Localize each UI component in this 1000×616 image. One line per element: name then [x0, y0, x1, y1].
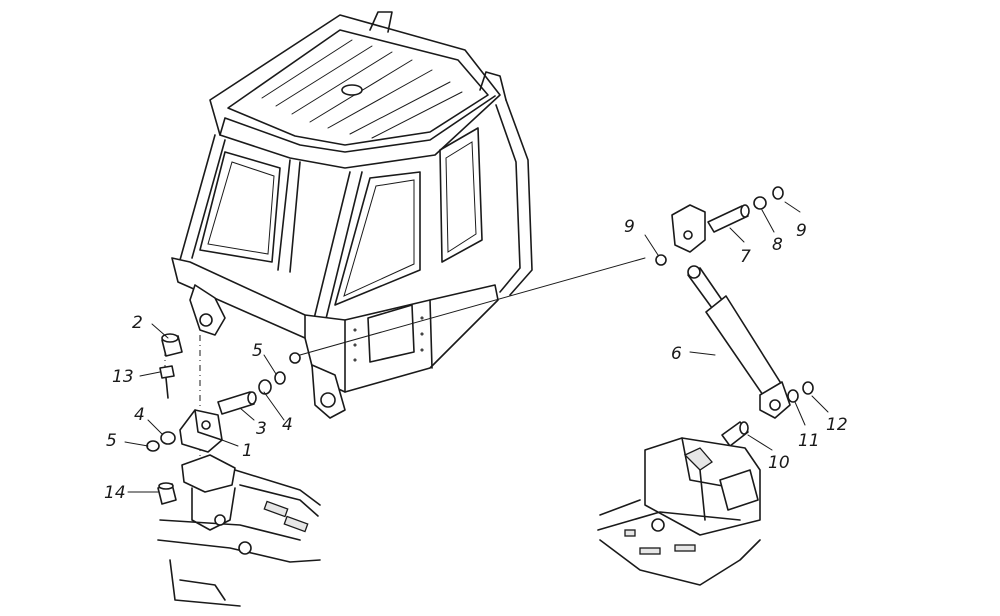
mount-bracket-part-1	[179, 409, 223, 453]
callout-5-right: 5	[252, 341, 263, 361]
strut-assembly	[597, 186, 814, 586]
bolt-part-13	[159, 365, 175, 379]
circlip-part-9-left	[655, 254, 667, 266]
clevis-bracket	[671, 204, 706, 253]
callout-11: 11	[798, 431, 820, 451]
washer-part-11	[787, 389, 799, 403]
callout-9-right: 9	[796, 221, 807, 241]
callout-7: 7	[740, 247, 751, 267]
callout-10: 10	[768, 453, 790, 473]
callout-5-left: 5	[106, 431, 117, 451]
callout-3: 3	[256, 419, 267, 439]
callout-labels: 1 2 3 4 4 5 5 6 7 8 9 9 10 11 12 13 14	[104, 217, 848, 503]
callout-2: 2	[132, 313, 143, 333]
callout-8: 8	[772, 235, 783, 255]
callout-9-left: 9	[624, 217, 635, 237]
left-chassis-mount	[146, 333, 321, 607]
callout-13: 13	[112, 367, 134, 387]
callout-14: 14	[104, 483, 126, 503]
rear-mount-bracket	[311, 364, 346, 419]
callout-6: 6	[671, 344, 682, 364]
washer-part-4-right	[258, 379, 272, 395]
circlip-part-12	[802, 381, 814, 395]
cab	[171, 11, 533, 419]
front-mount-bracket	[189, 284, 226, 336]
circlip-part-5-left	[146, 440, 160, 452]
circlip-part-9-right	[772, 186, 784, 200]
washer-part-8	[753, 196, 767, 210]
callout-12: 12	[826, 415, 848, 435]
circlip-part-5-right	[274, 371, 286, 385]
callout-1: 1	[242, 441, 253, 461]
callout-4-left: 4	[134, 405, 145, 425]
leader-lines	[124, 201, 829, 493]
callout-4-right: 4	[282, 415, 293, 435]
washer-part-4-left	[160, 431, 176, 445]
